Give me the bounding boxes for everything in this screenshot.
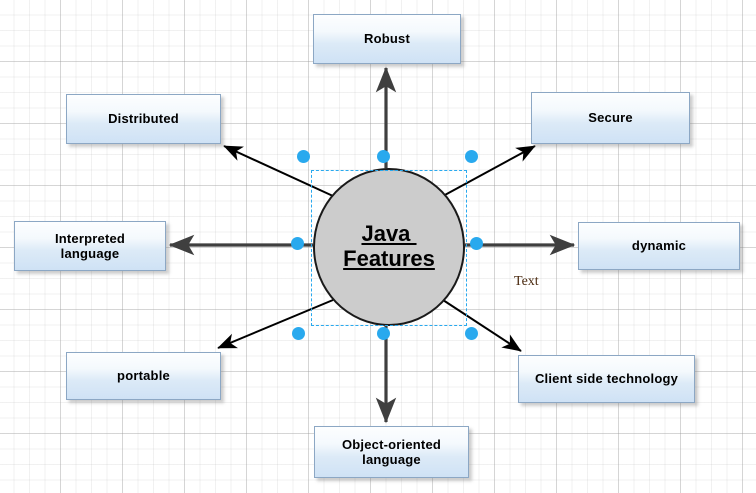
text-label[interactable]: Text — [514, 274, 539, 289]
java-features-shape[interactable]: Java Features — [313, 168, 465, 326]
node-label-line1: Object-oriented — [341, 436, 442, 452]
handle-bottom-right[interactable] — [465, 327, 478, 340]
node-label: Secure — [588, 110, 633, 126]
handle-top-center[interactable] — [377, 150, 390, 163]
java-features-line1: Java — [361, 221, 417, 247]
handle-top-right[interactable] — [465, 150, 478, 163]
node-label-line1: Interpreted — [54, 230, 126, 246]
handle-top-left[interactable] — [297, 150, 310, 163]
node-label: portable — [117, 368, 170, 384]
node-portable[interactable]: portable — [66, 352, 221, 400]
java-features-line2: Features — [343, 246, 435, 271]
handle-middle-left[interactable] — [291, 237, 304, 250]
node-interpreted-language[interactable]: Interpreted language — [14, 221, 166, 271]
handle-middle-right[interactable] — [470, 237, 483, 250]
node-client-side-technology[interactable]: Client side technology — [518, 355, 695, 403]
handle-bottom-center[interactable] — [377, 327, 390, 340]
node-distributed[interactable]: Distributed — [66, 94, 221, 144]
node-label-line2: language — [362, 452, 421, 467]
node-label: Robust — [364, 31, 410, 47]
node-label: Distributed — [108, 111, 179, 127]
node-label-line2: language — [60, 246, 120, 261]
node-object-oriented-language[interactable]: Object-oriented language — [314, 426, 469, 478]
node-label: Client side technology — [534, 371, 679, 387]
selection-bounding-box — [311, 170, 467, 326]
handle-bottom-left[interactable] — [292, 327, 305, 340]
node-label: dynamic — [631, 238, 687, 254]
node-dynamic[interactable]: dynamic — [578, 222, 740, 270]
node-robust[interactable]: Robust — [313, 14, 461, 64]
node-label: Object-oriented language — [342, 437, 441, 468]
node-secure[interactable]: Secure — [531, 92, 690, 144]
node-label: Interpreted language — [55, 231, 125, 262]
